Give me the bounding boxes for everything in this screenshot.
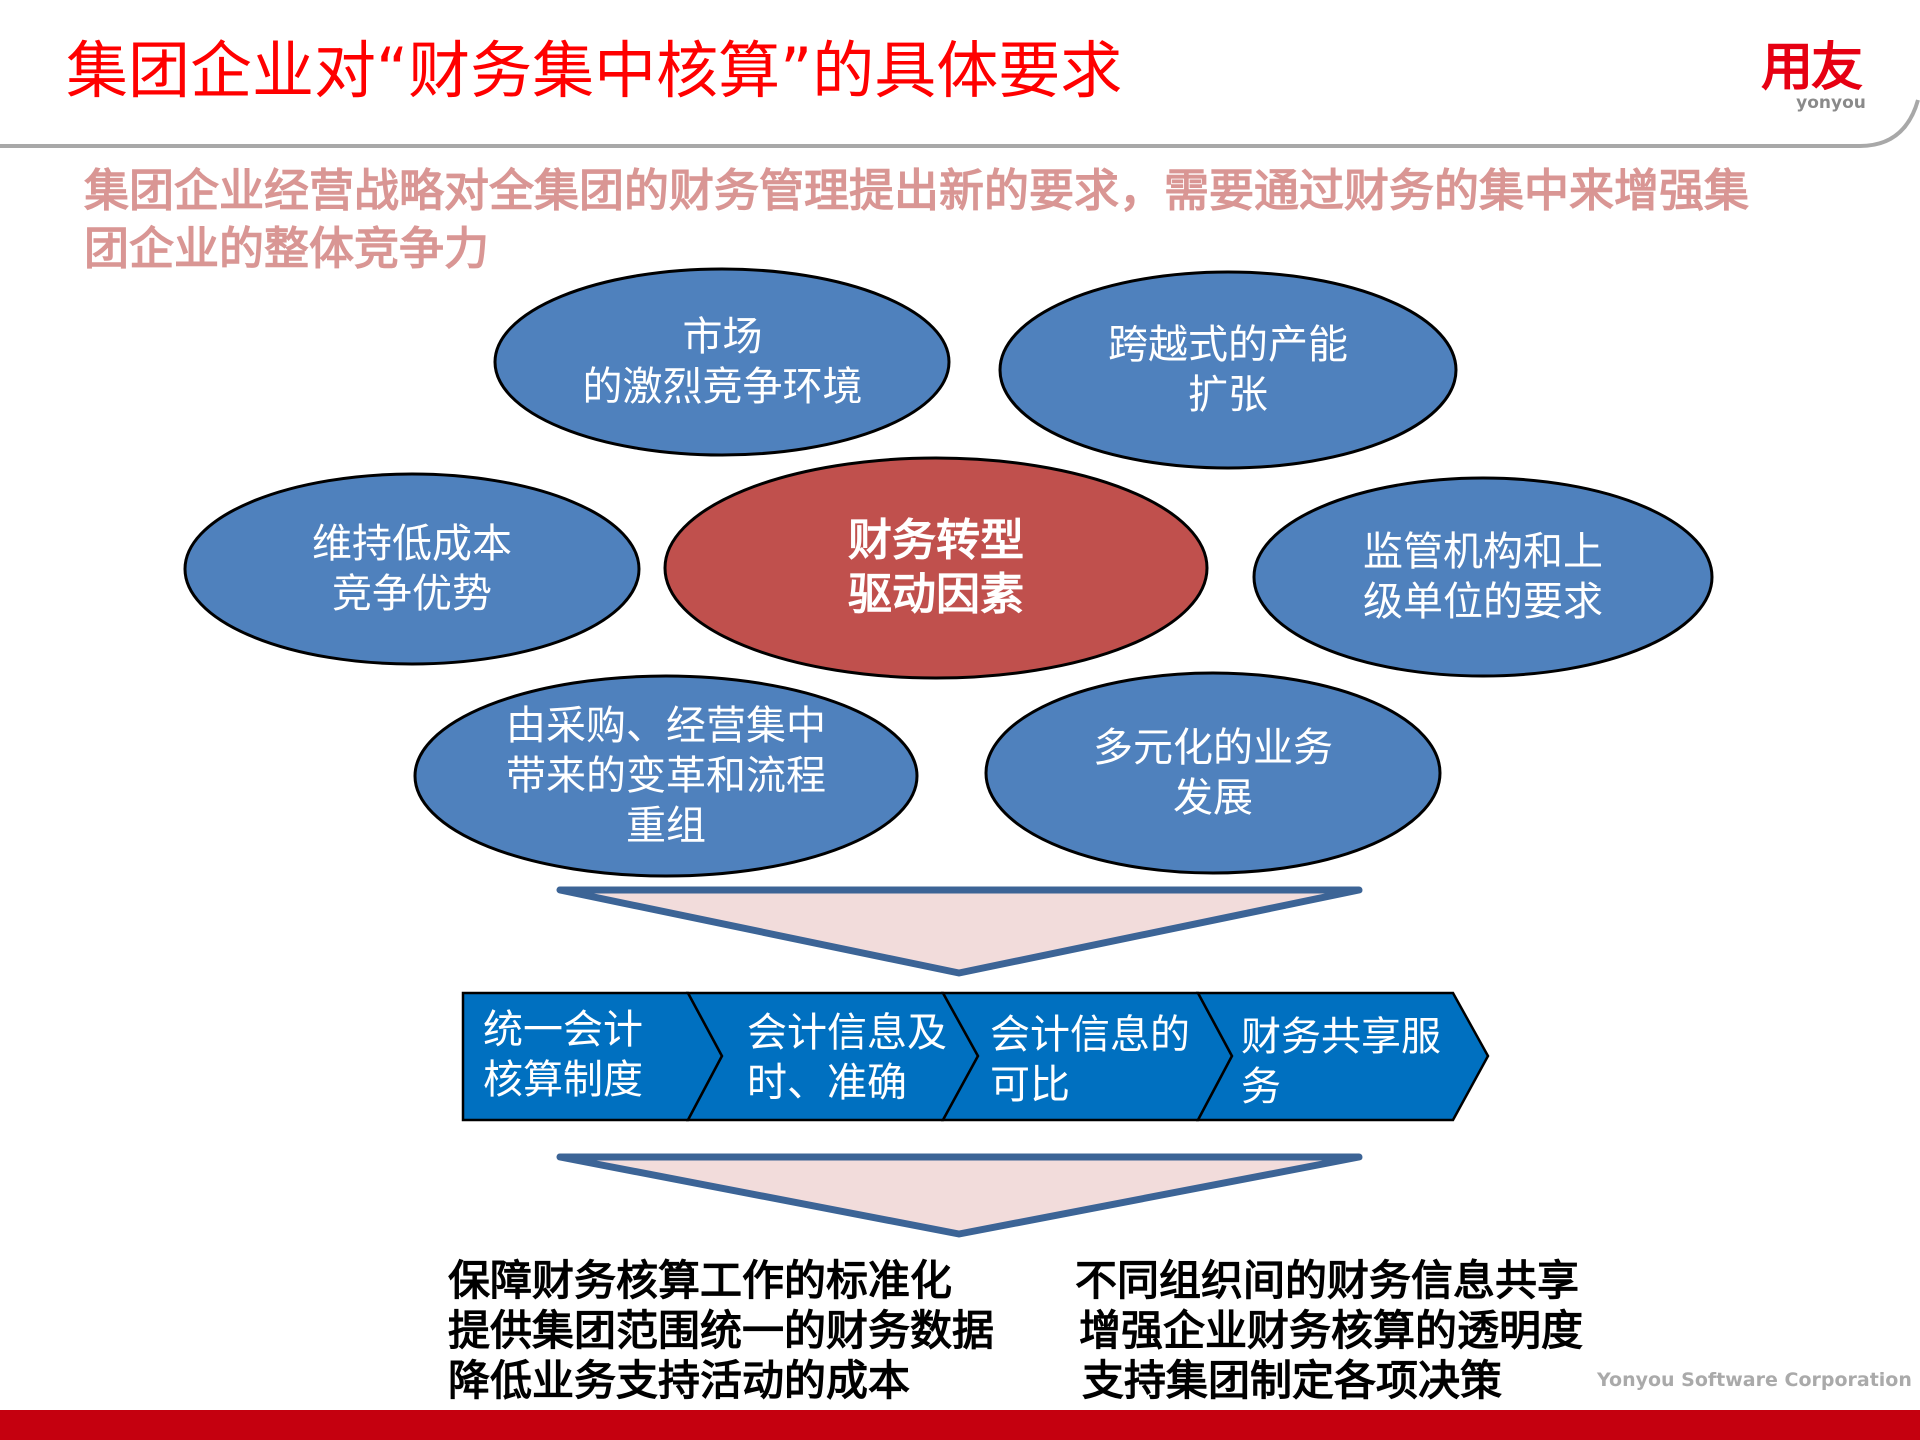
outcome-right-2: 增强企业财务核算的透明度 [1079,1306,1584,1355]
step-label-line: 会计信息的 [990,1012,1190,1058]
slide-subtitle: 集团企业经营战略对全集团的财务管理提出新的要求，需要通过财务的集中来增强集 团企… [84,162,1884,278]
slide-title: 集团企业对“财务集中核算”的具体要求 [66,34,1123,107]
outcome-left-2: 提供集团范围统一的财务数据 [448,1306,995,1355]
driver-label-line: 重组 [626,803,706,849]
header-divider [0,99,1920,148]
down-arrow-triangle-1 [556,886,1363,977]
driver-label-line: 的激烈竞争环境 [582,364,863,410]
driver-label-line: 监管机构和上 [1363,529,1603,575]
driver-label-capacity: 跨越式的产能 扩张 [1000,272,1456,468]
driver-label-market: 市场 的激烈竞争环境 [496,269,949,455]
center-label-line: 财务转型 [848,515,1024,566]
driver-label-line: 带来的变革和流程 [506,753,826,799]
step-label-line: 财务共享服 [1241,1014,1441,1060]
step-label-line: 统一会计 [483,1007,643,1053]
driver-label-line: 竞争优势 [332,571,492,617]
driver-label-line: 维持低成本 [312,521,512,567]
driver-label-center: 财务转型 驱动因素 [665,458,1207,678]
yonyou-logo: 用友 yonyou [1746,40,1876,112]
footer-bar [0,1410,1920,1440]
driver-label-line: 市场 [682,314,763,360]
step-label-line: 务 [1241,1064,1281,1110]
process-step-4-label: 财务共享服 务 [1241,1012,1441,1112]
process-step-3-label: 会计信息的 可比 [990,1010,1190,1110]
outcome-right-3: 支持集团制定各项决策 [1082,1356,1503,1405]
driver-label-line: 扩张 [1188,372,1268,418]
step-label-line: 时、准确 [747,1060,907,1106]
driver-ellipse-center [663,456,1209,680]
driver-ellipse-market [493,267,951,457]
driver-label-diversification: 多元化的业务 发展 [986,673,1440,873]
logo-english: yonyou [1796,93,1866,113]
driver-ellipse-procurement [413,674,919,878]
driver-ellipse-regulators [1252,476,1714,678]
subtitle-line-1: 集团企业经营战略对全集团的财务管理提出新的要求，需要通过财务的集中来增强集 [84,164,1750,217]
step-label-line: 核算制度 [483,1057,643,1103]
driver-label-procurement: 由采购、经营集中 带来的变革和流程 重组 [415,676,917,876]
footer-company: Yonyou Software Corporation [1597,1369,1912,1391]
driver-label-low-cost: 维持低成本 竞争优势 [185,474,639,664]
process-step-2-label: 会计信息及 时、准确 [747,1008,947,1108]
driver-label-line: 发展 [1173,775,1253,821]
outcome-left-1: 保障财务核算工作的标准化 [448,1256,953,1305]
driver-label-line: 由采购、经营集中 [506,703,826,749]
down-arrow-triangle-2 [556,1153,1363,1238]
driver-ellipse-diversification [984,671,1442,875]
step-label-line: 可比 [990,1062,1070,1108]
process-step-1-label: 统一会计 核算制度 [483,1005,643,1105]
driver-label-line: 跨越式的产能 [1108,322,1348,368]
outcome-right-1: 不同组织间的财务信息共享 [1075,1256,1580,1305]
subtitle-line-2: 团企业的整体竞争力 [84,222,490,275]
driver-label-regulators: 监管机构和上 级单位的要求 [1254,478,1712,676]
process-step-4-shape [1195,991,1490,1122]
center-label-line: 驱动因素 [848,569,1024,620]
logo-chinese: 用友 [1760,38,1863,98]
driver-ellipse-capacity [998,270,1458,470]
driver-label-line: 级单位的要求 [1363,579,1603,625]
driver-label-line: 多元化的业务 [1093,725,1333,771]
outcome-left-3: 降低业务支持活动的成本 [448,1356,911,1405]
driver-ellipse-low-cost [183,472,641,666]
step-label-line: 会计信息及 [747,1010,947,1056]
